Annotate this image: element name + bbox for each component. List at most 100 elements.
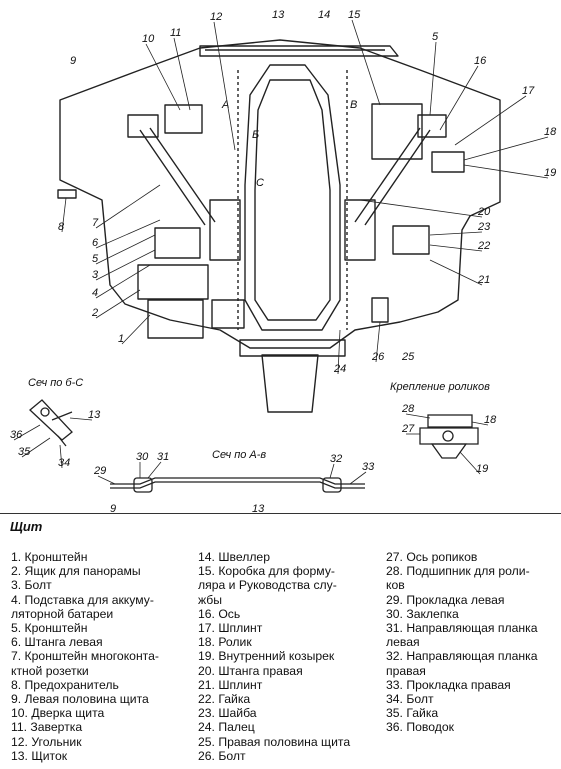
legend-line: 9. Левая половина щита: [11, 692, 149, 707]
callout-number: 16: [474, 55, 487, 67]
legend-line: 13. Щиток: [11, 748, 68, 763]
callout-number: 1: [118, 333, 124, 345]
callout-number: 5: [92, 253, 99, 265]
legend-line: 35. Гайка: [386, 706, 439, 721]
callout-number: 5: [432, 31, 439, 43]
cone: [261, 354, 319, 413]
callout-number: 36: [10, 429, 23, 441]
leader-line: [213, 21, 236, 151]
callout-number: 21: [477, 274, 490, 286]
callout-number: 14: [318, 9, 330, 21]
legend-line: 1. Кронштейн: [11, 550, 88, 564]
callout-number: 9: [70, 55, 76, 67]
legend-line: ктной розетки: [11, 663, 89, 678]
roller-mount-label: Крепление роликов: [390, 381, 490, 393]
legend-line: 36. Поводок: [386, 720, 454, 735]
callout-number: 10: [142, 33, 155, 45]
legend-line: 34. Болт: [386, 692, 434, 707]
legend-line: 17. Шплинт: [198, 621, 263, 636]
leader-line: [95, 184, 161, 229]
leader-line: [439, 65, 479, 131]
letter-c: С: [256, 177, 264, 189]
legend-line: правая: [386, 663, 426, 678]
leader-line: [95, 289, 141, 319]
callout-number: 15: [348, 9, 361, 21]
callout-number: 13: [252, 503, 265, 512]
callout-number: 19: [544, 167, 556, 179]
callout-number: 20: [477, 206, 491, 218]
leader-line: [471, 421, 489, 426]
legend-line: 2. Ящик для панорамы: [11, 564, 141, 579]
section-bc-label: Сеч по б-С: [28, 377, 83, 389]
door: [164, 104, 203, 134]
legend-line: жбы: [198, 592, 223, 607]
left-rod: [139, 127, 216, 226]
callout-number: 2: [91, 307, 98, 319]
legend-line: ков: [386, 578, 405, 593]
leader-line: [459, 451, 481, 475]
legend-line: 25. Правая половина щита: [198, 734, 351, 749]
panorama-box: [137, 264, 209, 300]
leader-line: [429, 259, 483, 286]
legend-line: 24. Палец: [198, 720, 255, 735]
legend-line: 5. Кронштейн: [11, 621, 88, 636]
leader-line: [21, 437, 51, 458]
leader-line: [95, 249, 156, 281]
callout-number: 8: [58, 221, 65, 233]
legend-line: 30. Заклепка: [386, 606, 459, 621]
leader-line: [59, 444, 63, 469]
legend-line: 29. Прокладка левая: [386, 592, 505, 607]
leader-line: [429, 244, 483, 252]
legend-line: левая: [386, 635, 420, 650]
callout-number: 13: [272, 9, 285, 21]
callout-number: 19: [476, 463, 488, 475]
callout-number: 26: [371, 351, 385, 363]
legend-line: 11. Завертка: [11, 720, 83, 735]
leader-line: [97, 475, 116, 485]
legend-line: 8. Предохранитель: [11, 677, 119, 692]
legend-line: 18. Ролик: [198, 635, 252, 650]
legend-line: 26. Болт: [198, 748, 246, 763]
callout-number: 29: [93, 465, 106, 477]
legend-line: 22. Гайка: [198, 692, 251, 707]
callout-number: 23: [477, 221, 491, 233]
legend-line: 21. Шплинт: [198, 677, 263, 692]
callout-number: 35: [18, 446, 31, 458]
shield-diagram: Сеч по б-С Сеч по А-в Крепление роликов …: [10, 9, 557, 512]
leader-line: [405, 413, 431, 419]
legend-line: 12. Угольник: [11, 734, 82, 749]
legend-line: 33. Прокладка правая: [386, 677, 511, 692]
letter-a: А: [221, 99, 229, 111]
leader-line: [359, 199, 483, 218]
callout-number: 32: [330, 453, 342, 465]
leader-line: [351, 19, 381, 106]
leader-line: [375, 321, 381, 363]
callout-number: 7: [92, 217, 99, 229]
callout-number: 27: [401, 423, 415, 435]
callout-number: 22: [477, 240, 490, 252]
leader-line: [13, 424, 41, 441]
legend-line: ляторной батареи: [11, 606, 114, 621]
leader-line: [95, 219, 161, 249]
legend-line: 20. Штанга правая: [198, 663, 303, 678]
legend-line: 27. Ось ропиков: [386, 550, 478, 564]
leader-line: [95, 264, 151, 299]
legend-line: 15. Коробка для форму-: [198, 564, 335, 579]
section-ab-plate: [110, 477, 365, 485]
right-rod: [354, 127, 431, 226]
callout-number: 24: [333, 363, 346, 375]
leader-line: [121, 314, 151, 345]
legend-line: 6. Штанга левая: [11, 635, 103, 650]
letter-v: В: [350, 99, 357, 111]
legend-line: 31. Направляющая планка: [386, 621, 538, 636]
legend-line: 23. Шайба: [198, 706, 257, 721]
callout-number: 4: [92, 287, 98, 299]
callout-number: 13: [88, 409, 101, 421]
leader-line: [69, 417, 93, 421]
legend-line: 28. Подшипник для роли-: [386, 564, 530, 579]
